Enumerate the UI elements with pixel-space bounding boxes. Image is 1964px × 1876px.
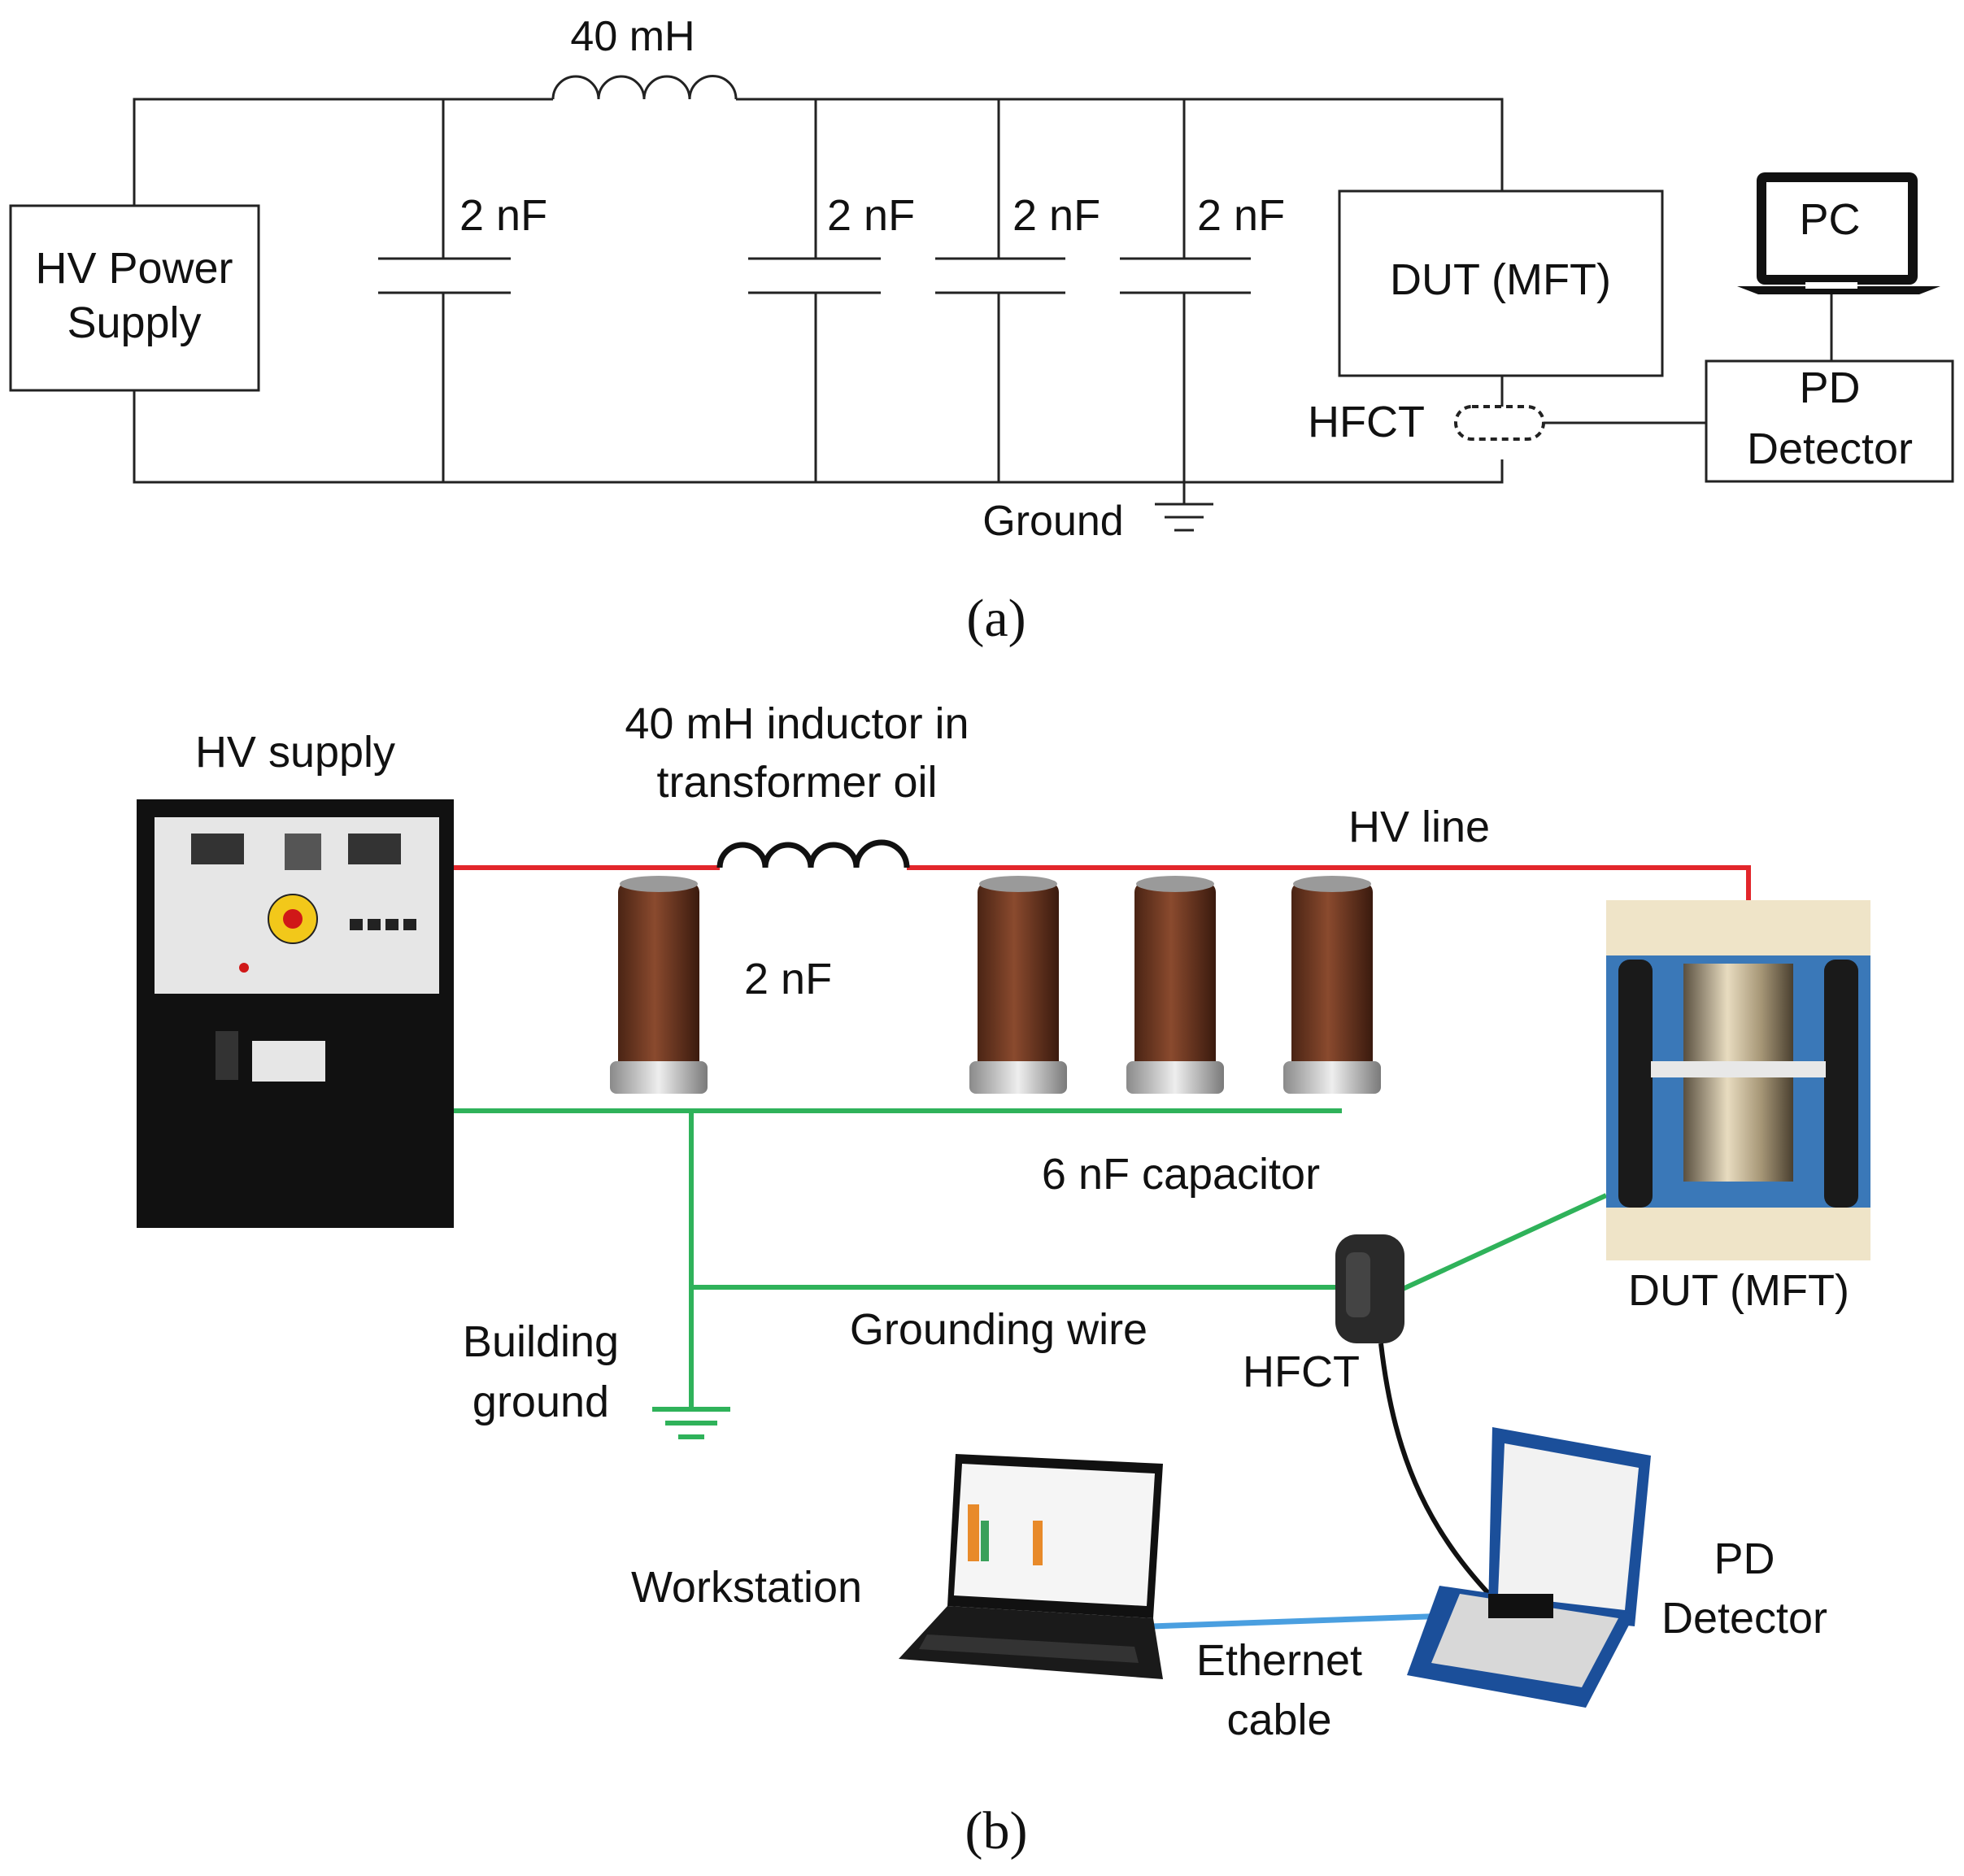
capacitor-label-3: 2 nF — [1012, 191, 1100, 240]
dut-label-b: DUT (MFT) — [1628, 1266, 1849, 1315]
capacitor-symbol-2 — [748, 99, 881, 482]
ethernet-label-line2: cable — [1226, 1695, 1331, 1744]
capacitor-6nf-1 — [969, 876, 1067, 1094]
bottom-wire — [133, 390, 1504, 484]
inductor-coil-icon — [716, 839, 910, 868]
ground-wire-dut — [1401, 1193, 1608, 1291]
capacitor-6nf-label: 6 nF capacitor — [1042, 1150, 1320, 1199]
hfct-icon — [1454, 405, 1545, 441]
hfct-sensor-icon — [1335, 1234, 1404, 1343]
capacitor-label-1: 2 nF — [459, 191, 547, 240]
pd-detector-box — [1705, 359, 1954, 483]
hfct-label: HFCT — [1308, 398, 1425, 446]
building-ground-icon — [652, 1407, 730, 1439]
capacitor-label-2: 2 nF — [827, 191, 915, 240]
pd-detector-label-line1: PD — [1799, 363, 1860, 412]
workstation-label: Workstation — [631, 1563, 862, 1612]
capacitor-2nf-label: 2 nF — [744, 955, 832, 1003]
top-wire-right — [736, 98, 1504, 191]
hfct-label-b: HFCT — [1243, 1347, 1360, 1396]
building-ground-label-line1: Building — [463, 1317, 619, 1366]
grounding-wire-label: Grounding wire — [850, 1305, 1147, 1354]
ground-icon — [1155, 503, 1213, 532]
hfct-cable — [1378, 1343, 1507, 1613]
laptop-icon — [1737, 172, 1940, 294]
capacitor-label-4: 2 nF — [1197, 191, 1285, 240]
dut-fixture — [1606, 900, 1870, 1260]
capacitor-2nf — [610, 876, 708, 1094]
panel-b-caption: (b) — [965, 1801, 1028, 1861]
dut-label: DUT (MFT) — [1390, 255, 1611, 304]
panel-a-caption: (a) — [966, 589, 1026, 648]
hv-power-supply-box — [9, 204, 260, 392]
hv-supply-label: HV supply — [195, 728, 395, 777]
inductor-label: 40 mH — [570, 13, 695, 60]
top-wire-left — [133, 98, 553, 206]
building-ground-label-line2: ground — [472, 1378, 609, 1426]
hv-line-right — [907, 865, 1751, 900]
inductor-label-line2: transformer oil — [656, 758, 937, 807]
inductor-symbol — [551, 75, 738, 100]
hv-line-label: HV line — [1348, 803, 1490, 851]
capacitor-6nf-2 — [1126, 876, 1224, 1094]
capacitor-6nf-3 — [1283, 876, 1381, 1094]
inductor-label-line1: 40 mH inductor in — [625, 699, 969, 748]
hv-supply-cabinet — [137, 799, 454, 1228]
capacitor-symbol-4 — [1120, 99, 1251, 504]
pd-detector-case-icon — [1407, 1427, 1651, 1708]
panel-a-schematic: 40 mH 2 nF 2 nF 2 nF 2 nF Ground HV Powe… — [9, 13, 1954, 648]
capacitor-symbol-3 — [935, 99, 1065, 482]
pd-detector-label-b-line1: PD — [1714, 1534, 1775, 1583]
ethernet-label-line1: Ethernet — [1196, 1636, 1362, 1685]
pd-detector-label-line2: Detector — [1747, 424, 1913, 473]
ground-label: Ground — [982, 498, 1123, 545]
workstation-laptop-icon — [899, 1454, 1163, 1679]
panel-b-photo-setup: HV supply 40 mH inductor in transformer … — [137, 699, 1870, 1861]
capacitor-symbol-1 — [378, 99, 511, 482]
pd-detector-label-b-line2: Detector — [1661, 1594, 1827, 1643]
dut-box — [1338, 189, 1664, 377]
power-supply-label-line1: HV Power — [35, 244, 233, 293]
power-supply-label-line2: Supply — [67, 298, 201, 347]
pc-label: PC — [1799, 195, 1860, 244]
